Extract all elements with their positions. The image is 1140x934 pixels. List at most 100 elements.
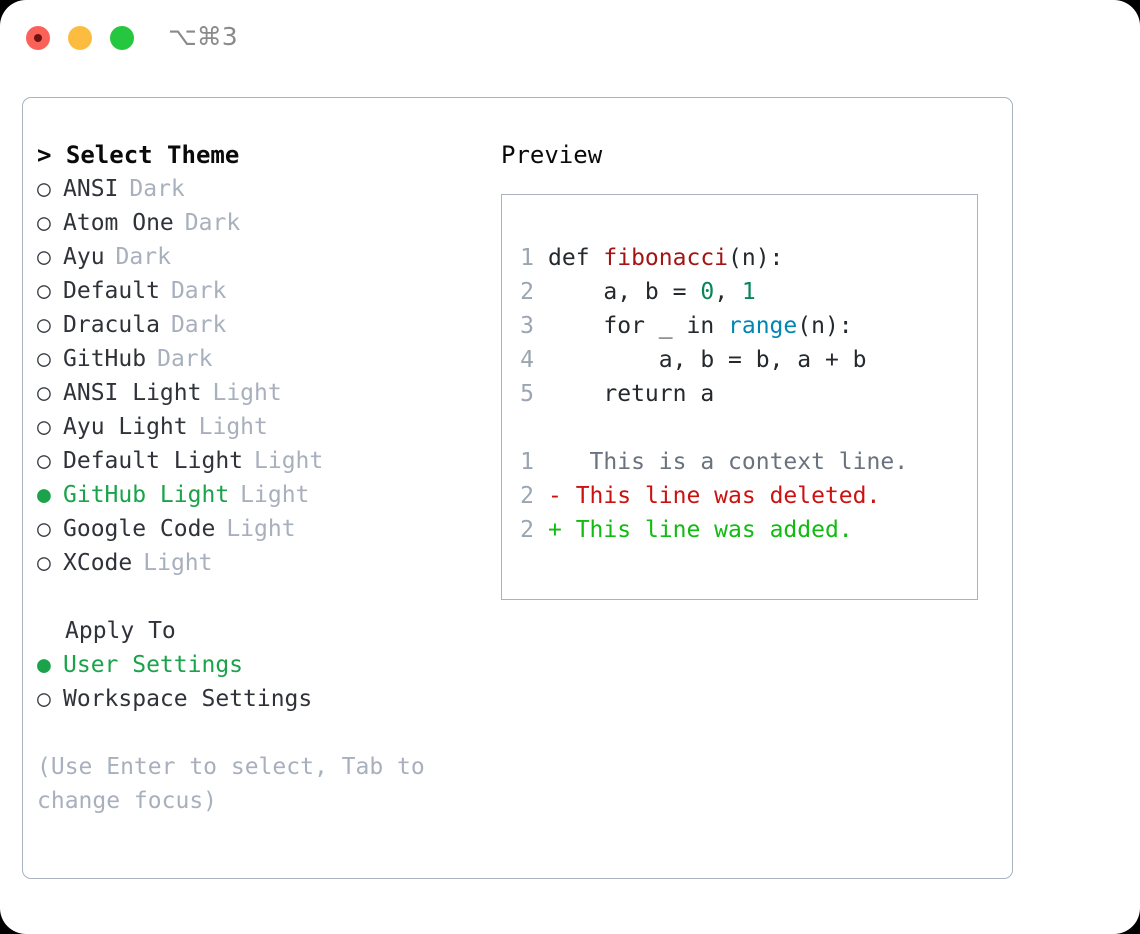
theme-option[interactable]: ○ ANSI Light Light xyxy=(37,376,492,410)
diff-text: This line was added. xyxy=(561,517,853,543)
apply-to-option[interactable]: ● User Settings xyxy=(37,648,492,682)
apply-to-option-label: Workspace Settings xyxy=(63,686,313,712)
code-token: (n): xyxy=(797,313,853,339)
diff-marker: - xyxy=(548,483,562,509)
diff-marker: + xyxy=(548,517,562,543)
minimize-button[interactable] xyxy=(68,26,92,50)
theme-kind-badge: Dark xyxy=(184,210,241,236)
theme-kind-badge: Light xyxy=(212,380,282,406)
radio-unselected-icon: ○ xyxy=(37,516,51,542)
theme-name-label: Ayu xyxy=(63,244,105,270)
code-token: fibonacci xyxy=(603,245,729,271)
window-controls xyxy=(26,26,134,50)
theme-name-label: Dracula xyxy=(63,312,160,338)
theme-name-label: Default xyxy=(63,278,160,304)
theme-kind-badge: Light xyxy=(240,482,310,508)
zoom-button[interactable] xyxy=(110,26,134,50)
line-number: 2 xyxy=(520,279,534,305)
theme-name-label: GitHub Light xyxy=(63,482,230,508)
theme-kind-badge: Dark xyxy=(129,176,185,202)
theme-option[interactable]: ○ ANSI Dark xyxy=(37,172,492,206)
theme-kind-badge: Dark xyxy=(170,312,227,338)
code-line: 3 for _ in range(n): xyxy=(512,309,969,343)
radio-unselected-icon: ○ xyxy=(37,210,51,236)
theme-kind-badge: Light xyxy=(226,516,296,542)
code-line: 5 return a xyxy=(512,377,969,411)
theme-option[interactable]: ○ Ayu Light Light xyxy=(37,410,492,444)
theme-name-label: Atom One xyxy=(63,210,174,236)
preview-title: Preview xyxy=(501,141,603,169)
keyboard-hint-text: (Use Enter to select, Tab to change focu… xyxy=(37,754,439,814)
line-number: 5 xyxy=(520,381,534,407)
code-token: a, b = xyxy=(548,279,701,305)
line-number: 3 xyxy=(520,313,534,339)
line-number: 1 xyxy=(520,449,534,475)
select-theme-header: > Select Theme xyxy=(37,141,240,169)
theme-name-label: Default Light xyxy=(63,448,244,474)
code-token: (n): xyxy=(728,245,784,271)
theme-option[interactable]: ● GitHub Light Light xyxy=(37,478,492,512)
code-diff-separator xyxy=(512,411,969,445)
radio-unselected-icon: ○ xyxy=(37,312,51,338)
code-token: return a xyxy=(548,381,715,407)
theme-name-label: XCode xyxy=(63,550,133,576)
theme-option[interactable]: ○ Google Code Light xyxy=(37,512,492,546)
diff-line: 1 This is a context line. xyxy=(512,445,969,479)
line-number: 1 xyxy=(520,245,534,271)
diff-text: This is a context line. xyxy=(561,449,909,475)
radio-unselected-icon: ○ xyxy=(37,380,51,406)
theme-kind-badge: Dark xyxy=(115,244,171,270)
radio-unselected-icon: ○ xyxy=(37,278,51,304)
code-token: 1 xyxy=(741,279,756,305)
diff-lines: 1 This is a context line.2- This line wa… xyxy=(512,445,969,547)
code-line: 4 a, b = b, a + b xyxy=(512,343,969,377)
theme-option[interactable]: ○ Default Dark xyxy=(37,274,492,308)
radio-unselected-icon: ○ xyxy=(37,550,51,576)
radio-unselected-icon: ○ xyxy=(37,414,51,440)
diff-line: 2 + This line was added. xyxy=(512,513,969,547)
theme-name-label: Google Code xyxy=(63,516,216,542)
diff-line: 2- This line was deleted. xyxy=(512,479,969,513)
radio-selected-icon: ● xyxy=(37,652,51,678)
theme-kind-badge: Dark xyxy=(170,278,227,304)
theme-name-label: ANSI xyxy=(63,176,119,202)
code-line: 2 a, b = 0, 1 xyxy=(512,275,969,309)
theme-name-label: GitHub xyxy=(63,346,147,372)
theme-option[interactable]: ○ XCode Light xyxy=(37,546,492,580)
apply-to-option[interactable]: ○ Workspace Settings xyxy=(37,682,492,716)
apply-to-options[interactable]: ● User Settings ○ Workspace Settings xyxy=(37,648,492,716)
code-token: a, b = b, a + b xyxy=(548,347,867,373)
code-token: 0 xyxy=(700,279,715,305)
diff-text: This line was deleted. xyxy=(561,483,881,509)
code-token: def xyxy=(548,245,604,271)
theme-name-label: ANSI Light xyxy=(63,380,202,406)
radio-unselected-icon: ○ xyxy=(37,686,51,712)
radio-unselected-icon: ○ xyxy=(37,176,51,202)
close-button[interactable] xyxy=(26,26,50,50)
line-number: 4 xyxy=(520,347,534,373)
line-number: 2 xyxy=(520,483,534,509)
apply-to-option-label: User Settings xyxy=(63,652,244,678)
theme-kind-badge: Light xyxy=(254,448,324,474)
theme-option[interactable]: ○ Dracula Dark xyxy=(37,308,492,342)
keyboard-shortcut-label: ⌥⌘3 xyxy=(168,22,238,51)
radio-selected-icon: ● xyxy=(37,482,51,508)
line-number: 2 xyxy=(520,517,534,543)
theme-name-label: Ayu Light xyxy=(63,414,188,440)
code-token: range xyxy=(728,313,798,339)
theme-option[interactable]: ○ Atom One Dark xyxy=(37,206,492,240)
radio-unselected-icon: ○ xyxy=(37,346,51,372)
theme-kind-badge: Light xyxy=(198,414,268,440)
theme-kind-badge: Light xyxy=(143,550,213,576)
